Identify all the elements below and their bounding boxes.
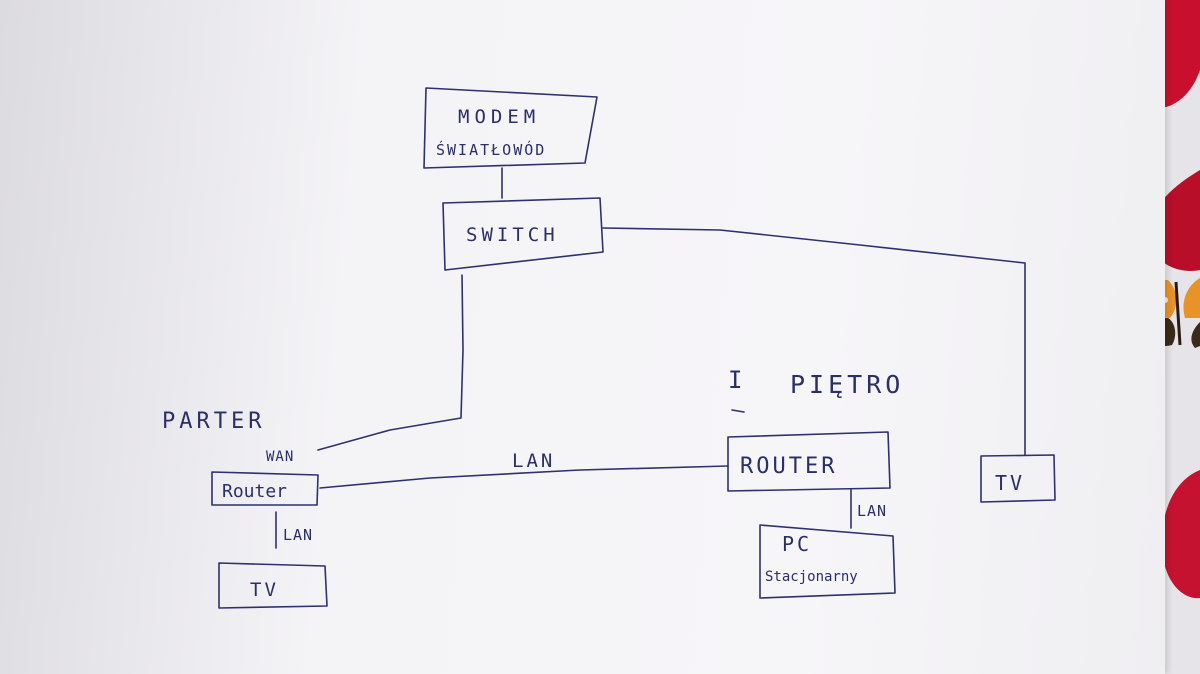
lan-tv-label: LAN (283, 526, 313, 544)
connections (275, 167, 1026, 549)
modem-node: MODEM ŚWIATŁOWÓD (423, 87, 598, 169)
tv-upper-node: TV (980, 454, 1056, 503)
pc-label: PC (782, 532, 812, 556)
pc-node: PC Stacjonarny (759, 524, 896, 599)
upper-floor-underline (731, 409, 745, 413)
edge-switch-router-ground (317, 274, 464, 451)
wan-label: WAN (266, 449, 294, 465)
modem-sublabel: ŚWIATŁOWÓD (436, 140, 546, 159)
paper-sheet (0, 0, 1165, 674)
tv-upper-box (980, 454, 1056, 503)
switch-node: SWITCH (442, 197, 604, 271)
tv-upper-label: TV (995, 471, 1025, 495)
modem-box (423, 87, 598, 169)
tv-ground-box (218, 562, 328, 609)
tv-ground-label: TV (250, 579, 279, 601)
lan-routers-label: LAN (512, 450, 555, 472)
modem-label: MODEM (458, 106, 540, 128)
edge-switch-tv-upper (602, 227, 1026, 456)
router-upper-label: ROUTER (740, 454, 837, 479)
router-upper-node: ROUTER (727, 431, 891, 492)
edge-router-ground-router-upper (319, 465, 729, 489)
router-upper-box (727, 431, 891, 492)
red-petal-bottom (1161, 470, 1200, 599)
tv-ground-node: TV (218, 562, 328, 609)
router-ground-label: Router (222, 481, 287, 502)
lan-pc-label: LAN (857, 502, 887, 520)
pc-box (759, 524, 896, 599)
switch-box (442, 197, 604, 271)
switch-label: SWITCH (466, 224, 559, 246)
upper-floor-label: PIĘTRO (790, 370, 904, 399)
router-ground-box (211, 471, 319, 506)
router-ground-node: Router (211, 471, 319, 506)
ground-floor-label: PARTER (162, 409, 265, 434)
pc-sublabel: Stacjonarny (765, 569, 858, 585)
upper-floor-number: I (728, 366, 742, 394)
